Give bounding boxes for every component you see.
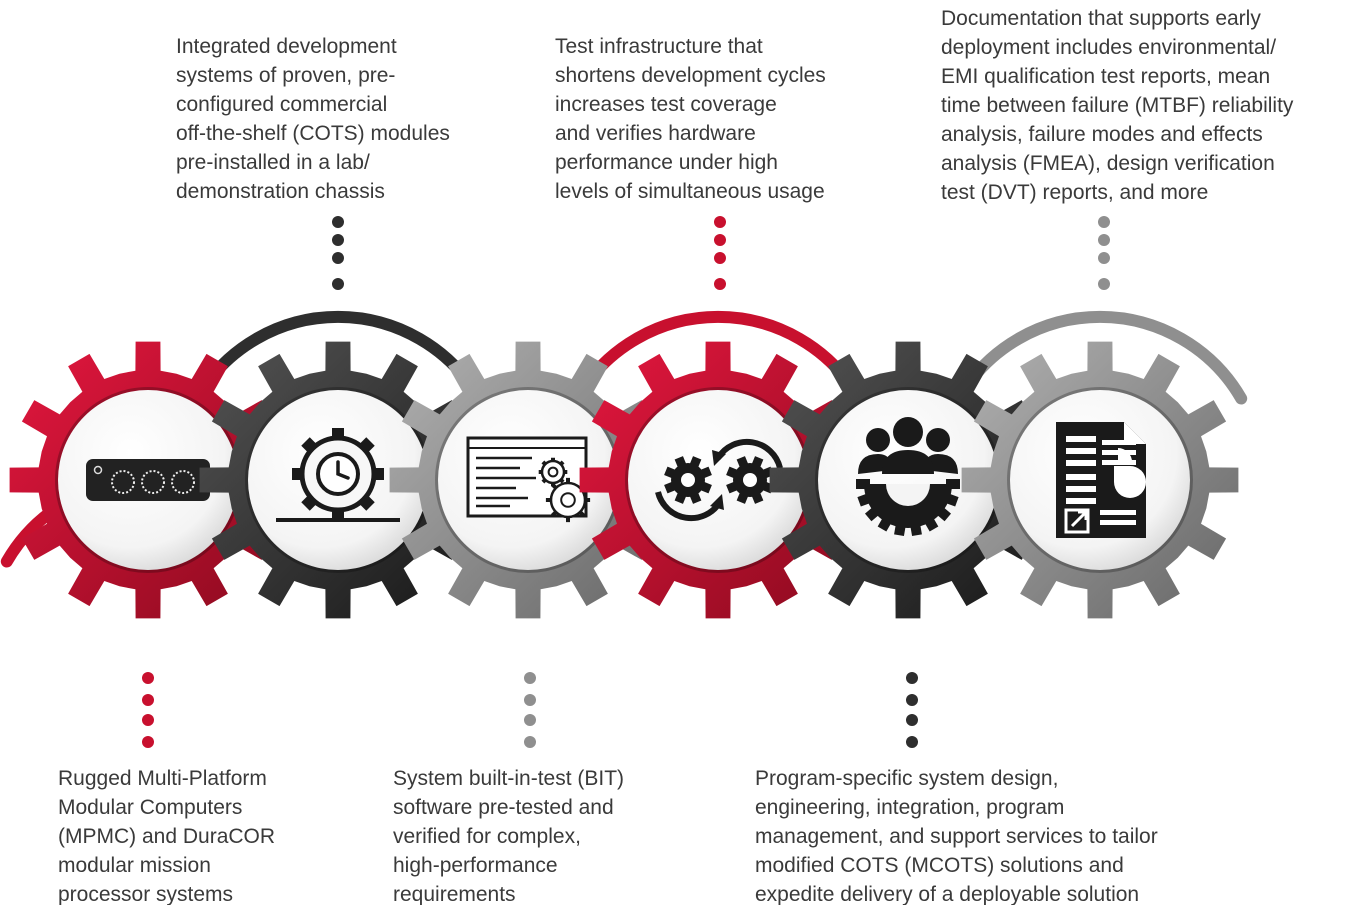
connector-dot — [332, 216, 344, 228]
connector-dot — [1098, 234, 1110, 246]
caption-mpmc-duracor: Rugged Multi-Platform Modular Computers … — [58, 767, 276, 905]
arc-integrated-development-systems — [190, 311, 486, 405]
caption-integrated-development-systems: Integrated development systems of proven… — [176, 35, 450, 203]
connector-dot — [142, 736, 154, 748]
connector-dot — [1098, 216, 1110, 228]
connector-dot — [1098, 252, 1110, 264]
connector-dot — [524, 714, 536, 726]
connector-dot — [524, 736, 536, 748]
gear-program-services — [769, 341, 1047, 619]
report-document-icon — [1056, 422, 1146, 538]
rotating-gears-icon — [655, 438, 783, 522]
gear-hub — [628, 390, 808, 570]
connector-dots-program-services — [906, 672, 918, 748]
connector-dot — [142, 672, 154, 684]
connector-dot — [332, 234, 344, 246]
caption-program-services: Program-specific system design, engineer… — [755, 767, 1158, 905]
gear-clock-icon — [276, 428, 400, 522]
connector-dot — [714, 234, 726, 246]
team-gear-icon — [856, 417, 960, 537]
connector-dots-documentation — [1098, 216, 1110, 290]
connector-dot — [906, 672, 918, 684]
caption-documentation: Documentation that supports early deploy… — [941, 7, 1294, 204]
gear-test-infrastructure — [579, 341, 857, 619]
connector-dots-bit-software — [524, 672, 536, 748]
connector-dot — [714, 278, 726, 290]
code-window-gears-icon — [466, 436, 591, 523]
connector-dots-mpmc-duracor — [142, 672, 154, 748]
connector-dot — [524, 694, 536, 706]
gear-hub — [818, 390, 998, 570]
gear-bit-software — [389, 341, 667, 619]
arc-documentation — [952, 311, 1248, 405]
caption-test-infrastructure: Test infrastructure that shortens develo… — [555, 35, 826, 203]
connector-dot — [714, 216, 726, 228]
connector-dot — [142, 714, 154, 726]
rugged-computer-icon — [86, 459, 210, 501]
connector-dot — [142, 694, 154, 706]
connector-dots-test-infrastructure — [714, 216, 726, 290]
caption-bit-software: System built-in-test (BIT) software pre-… — [393, 767, 625, 905]
connector-dot — [1098, 278, 1110, 290]
connector-dot — [906, 736, 918, 748]
gear-documentation — [961, 341, 1239, 619]
connector-dots-integrated-development-systems — [332, 216, 344, 290]
connector-dot — [906, 694, 918, 706]
gear-mpmc-duracor — [9, 341, 287, 619]
arc-test-infrastructure — [570, 311, 866, 405]
connector-dot — [714, 252, 726, 264]
gear-integrated-development-systems — [199, 341, 477, 619]
connector-dot — [332, 252, 344, 264]
connector-dot — [524, 672, 536, 684]
connector-dot — [332, 278, 344, 290]
connector-dot — [906, 714, 918, 726]
